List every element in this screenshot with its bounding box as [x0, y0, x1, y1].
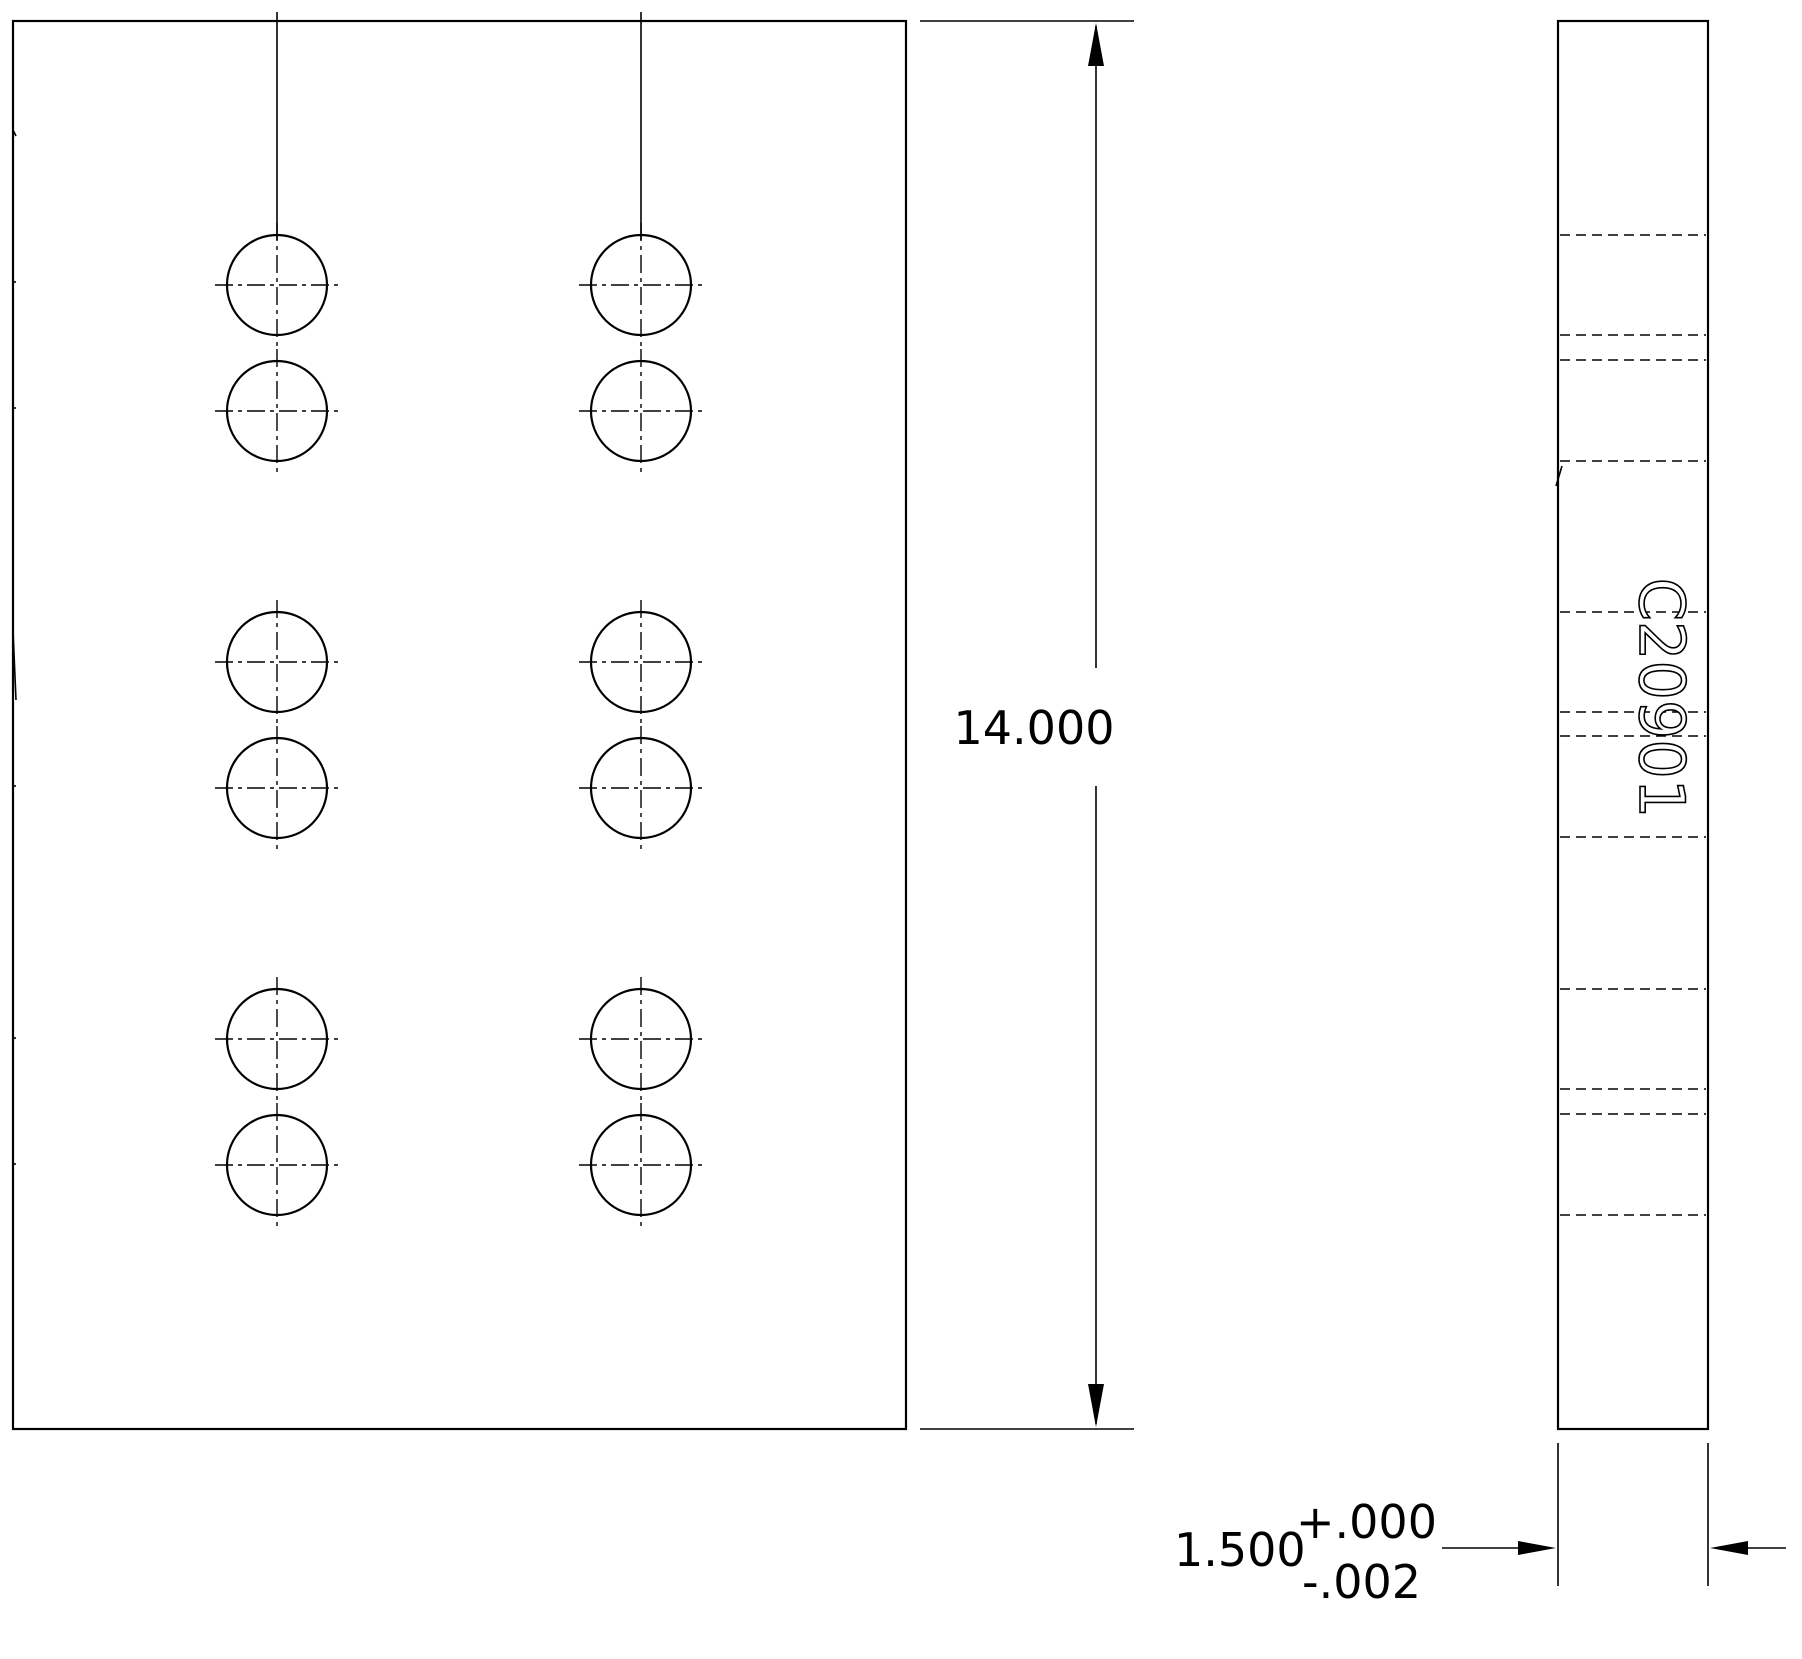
mounting-hole [215, 726, 339, 850]
side-view-outline [1556, 19, 1710, 1431]
thickness-tolerance-upper: +.000 [1296, 1495, 1437, 1549]
side-view-mark [1555, 465, 1563, 487]
mounting-hole [579, 349, 703, 473]
mounting-hole [215, 977, 339, 1101]
mounting-hole [579, 1103, 703, 1227]
thickness-dimension: 1.500 +.000 -.002 [1174, 1443, 1786, 1609]
hole-pattern [215, 223, 703, 1227]
front-view [11, 12, 908, 1431]
side-view: C20901 [1555, 19, 1710, 1431]
mounting-hole [579, 977, 703, 1101]
mounting-hole [215, 1103, 339, 1227]
height-dimension-value: 14.000 [954, 701, 1115, 755]
thickness-arrow-right [1710, 1541, 1748, 1555]
height-arrow-bottom [1088, 1384, 1104, 1427]
engraved-part-number: C20901 [1625, 578, 1698, 819]
mounting-hole [215, 223, 339, 347]
height-arrow-top [1088, 23, 1104, 66]
thickness-dimension-value: 1.500 [1174, 1523, 1306, 1577]
mounting-hole [215, 600, 339, 724]
thickness-tolerance-lower: -.002 [1302, 1555, 1421, 1609]
thickness-arrow-left [1518, 1541, 1556, 1555]
hidden-hole-lines [1560, 234, 1706, 1216]
mounting-hole [215, 349, 339, 473]
front-view-outline [11, 19, 908, 1431]
mounting-hole [579, 223, 703, 347]
height-dimension: 14.000 [920, 20, 1134, 1430]
mounting-hole [579, 600, 703, 724]
mounting-hole [579, 726, 703, 850]
left-edge-ticks [12, 129, 17, 1165]
